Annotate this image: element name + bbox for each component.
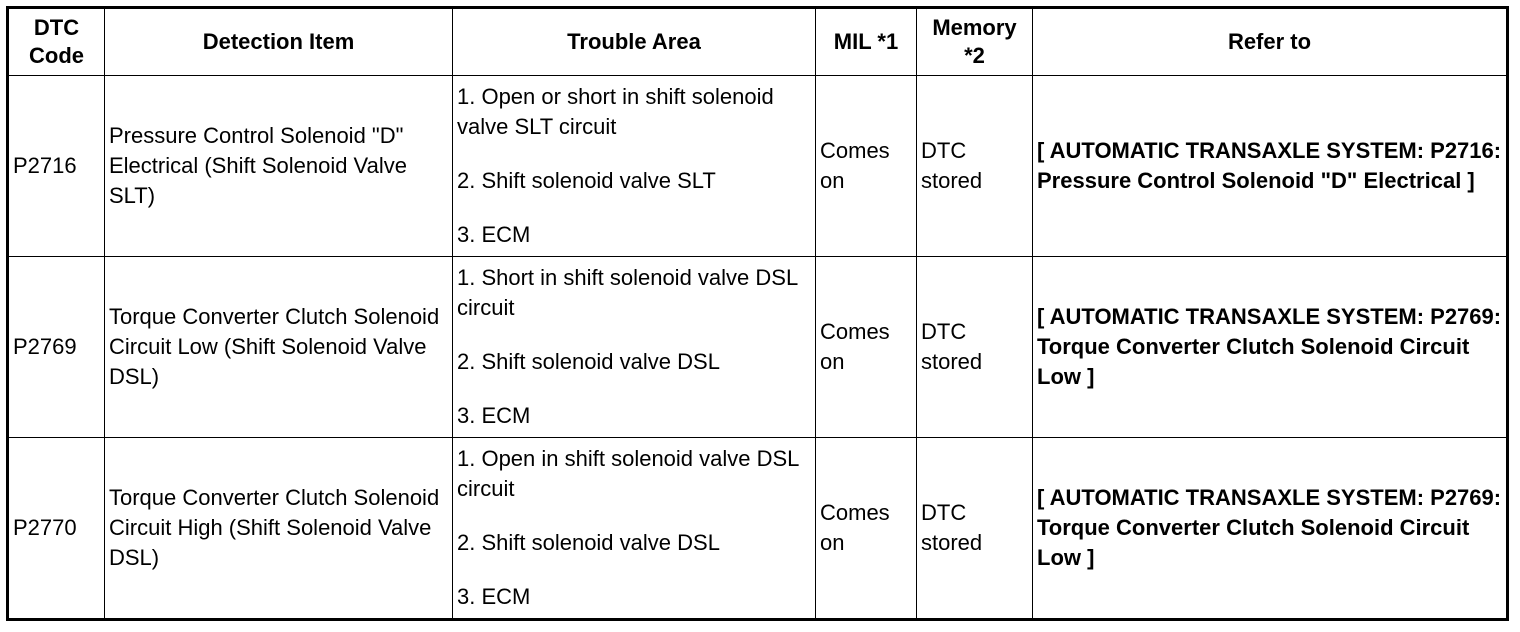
memory-cell: DTC stored (916, 437, 1033, 620)
dtc-code-cell: P2769 (7, 256, 105, 438)
header-dtc-code-line2: Code (29, 43, 84, 68)
table-row: P2716 Pressure Control Solenoid "D" Elec… (7, 75, 1508, 257)
header-memory-line2: *2 (964, 43, 985, 68)
refer-link[interactable]: [ AUTOMATIC TRANSAXLE SYSTEM: P2716: Pre… (1032, 75, 1508, 257)
trouble-area-cell: 1. Open or short in shift solenoid valve… (452, 75, 816, 257)
refer-link[interactable]: [ AUTOMATIC TRANSAXLE SYSTEM: P2769: Tor… (1032, 256, 1508, 438)
detection-item-cell: Torque Converter Clutch Solenoid Circuit… (104, 256, 453, 438)
header-detection-item: Detection Item (104, 7, 453, 76)
memory-cell: DTC stored (916, 75, 1033, 257)
trouble-item: 1. Open in shift solenoid valve DSL circ… (457, 446, 799, 501)
table-row: P2770 Torque Converter Clutch Solenoid C… (7, 437, 1508, 620)
trouble-area-cell: 1. Short in shift solenoid valve DSL cir… (452, 256, 816, 438)
mil-cell: Comes on (815, 75, 917, 257)
dtc-code-cell: P2716 (7, 75, 105, 257)
trouble-item: 1. Short in shift solenoid valve DSL cir… (457, 265, 798, 320)
trouble-item: 1. Open or short in shift solenoid valve… (457, 84, 774, 139)
header-dtc-code-line1: DTC (33, 15, 80, 40)
memory-cell: DTC stored (916, 256, 1033, 438)
header-row: DTC Code Detection Item Trouble Area MIL… (7, 7, 1508, 76)
header-memory-line1: Memory (932, 15, 1017, 40)
trouble-item: 3. ECM (457, 584, 531, 609)
detection-item-cell: Torque Converter Clutch Solenoid Circuit… (104, 437, 453, 620)
trouble-item: 2. Shift solenoid valve DSL (457, 349, 720, 374)
header-refer-to: Refer to (1032, 7, 1508, 76)
mil-cell: Comes on (815, 256, 917, 438)
trouble-item: 3. ECM (457, 403, 531, 428)
refer-link[interactable]: [ AUTOMATIC TRANSAXLE SYSTEM: P2769: Tor… (1032, 437, 1508, 620)
trouble-item: 2. Shift solenoid valve DSL (457, 530, 720, 555)
header-trouble-area: Trouble Area (452, 7, 816, 76)
trouble-item: 3. ECM (457, 222, 531, 247)
mil-cell: Comes on (815, 437, 917, 620)
trouble-area-cell: 1. Open in shift solenoid valve DSL circ… (452, 437, 816, 620)
table-row: P2769 Torque Converter Clutch Solenoid C… (7, 256, 1508, 438)
dtc-code-cell: P2770 (7, 437, 105, 620)
detection-item-cell: Pressure Control Solenoid "D" Electrical… (104, 75, 453, 257)
header-dtc-code: DTC Code (7, 7, 105, 76)
dtc-table: DTC Code Detection Item Trouble Area MIL… (6, 6, 1509, 621)
header-mil: MIL *1 (815, 7, 917, 76)
trouble-item: 2. Shift solenoid valve SLT (457, 168, 716, 193)
header-memory: Memory *2 (916, 7, 1033, 76)
